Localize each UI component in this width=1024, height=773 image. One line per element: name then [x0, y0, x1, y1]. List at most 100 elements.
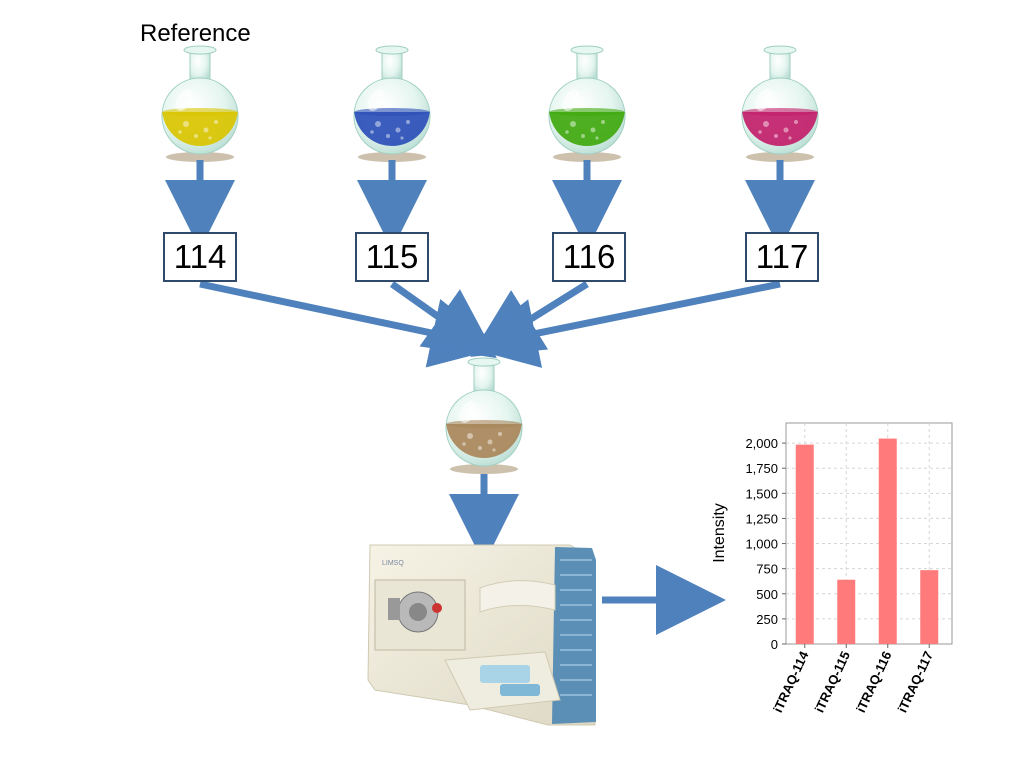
y-tick-label: 0	[771, 637, 778, 652]
flask-bubble	[214, 120, 218, 124]
flask-bubble	[194, 134, 198, 138]
flask-116	[548, 45, 626, 162]
flask-bubble	[570, 121, 576, 127]
flask-highlight	[367, 89, 385, 111]
chart-y-axis-label: Intensity	[711, 503, 728, 563]
flask-bubble	[601, 120, 605, 124]
flask-bubble	[375, 121, 381, 127]
flask-liquid-surface	[162, 108, 238, 116]
flask-bubble	[478, 446, 482, 450]
flask-neck	[769, 49, 791, 83]
merge-arrow-115	[389, 281, 497, 359]
flask-liquid	[162, 112, 238, 147]
y-tick-label: 2,000	[745, 436, 778, 451]
flask-liquid-surface	[354, 108, 430, 116]
flask-shadow	[166, 152, 234, 162]
y-tick-label: 1,750	[745, 461, 778, 476]
y-tick-label: 250	[756, 612, 778, 627]
flask-reference-114	[161, 45, 239, 162]
tag-box-117: 117	[745, 232, 819, 282]
bar-iTRAQ-114	[795, 444, 814, 644]
flask-bubble	[498, 432, 502, 436]
flask-bubble	[386, 134, 390, 138]
flask-to-tag-arrows	[165, 160, 815, 250]
y-tick-label: 500	[756, 587, 778, 602]
flask-shadow	[450, 464, 518, 474]
flask-bubble	[794, 120, 798, 124]
flask-bubble	[758, 130, 762, 134]
flask-rim	[183, 45, 217, 55]
flask-bubble	[178, 130, 182, 134]
flask-bubble	[788, 136, 792, 140]
flask-liquid-surface	[446, 420, 522, 428]
flask-liquid	[549, 112, 625, 146]
y-tick-label: 1,000	[745, 537, 778, 552]
flask-liquid	[354, 112, 430, 146]
flask-bubble	[370, 130, 374, 134]
flask-highlight	[459, 401, 477, 423]
flask-liquid	[446, 424, 522, 458]
flask-bubble	[183, 121, 189, 127]
tag-box-115: 115	[355, 232, 429, 282]
x-tick-label: iTRAQ-116	[853, 649, 894, 715]
flask-bubble	[763, 121, 769, 127]
flask-rim	[467, 357, 501, 367]
flask-rim	[570, 45, 604, 55]
flask-neck	[381, 49, 403, 83]
y-tick-label: 1,500	[745, 486, 778, 501]
flask-neck	[576, 49, 598, 83]
flask-highlight	[562, 89, 580, 111]
flask-bubble	[203, 127, 209, 133]
reference-label: Reference	[140, 20, 251, 47]
flask-highlight	[175, 89, 193, 111]
flask-bubble	[467, 433, 473, 439]
x-tick-label: iTRAQ-115	[812, 649, 853, 715]
y-tick-label: 1,250	[745, 511, 778, 526]
bar-iTRAQ-115	[837, 579, 856, 644]
flask-shadow	[553, 152, 621, 162]
svg-text:LIMSQ: LIMSQ	[382, 560, 404, 567]
chart-y-ticks: 0 250 500 750 1,000 1,250 1,500 1,750 2,000	[745, 436, 786, 652]
flask-bubble	[487, 439, 493, 445]
merge-arrows	[199, 280, 781, 368]
y-tick-label: 750	[756, 562, 778, 577]
flask-bubble	[581, 134, 585, 138]
tag-box-116: 116	[552, 232, 626, 282]
x-tick-label: iTRAQ-117	[895, 649, 936, 715]
bar-iTRAQ-116	[878, 438, 897, 644]
flask-shadow	[358, 152, 426, 162]
tag-box-114: 114	[163, 232, 237, 282]
flask-bubble	[406, 120, 410, 124]
flask-neck	[189, 49, 211, 83]
flask-115	[353, 45, 431, 162]
flask-bubble	[462, 442, 466, 446]
flask-bubble	[395, 127, 401, 133]
flask-liquid-surface	[549, 108, 625, 116]
flask-bubble	[595, 136, 599, 140]
flask-bubble	[208, 136, 212, 140]
flask-mixed-sample	[445, 357, 523, 474]
flask-shadow	[746, 152, 814, 162]
bar-iTRAQ-117	[920, 570, 939, 644]
flask-rim	[375, 45, 409, 55]
flask-bubble	[400, 136, 404, 140]
flask-117	[741, 45, 819, 162]
flask-liquid	[742, 112, 818, 146]
flask-rim	[763, 45, 797, 55]
chart-bars	[795, 438, 939, 644]
mass-spectrometer-instrument: LIMSQ	[367, 544, 596, 726]
flask-bubble	[783, 127, 789, 133]
flask-liquid-surface	[742, 108, 818, 116]
merge-arrow-117	[466, 280, 781, 368]
x-tick-label: iTRAQ-114	[770, 648, 812, 715]
flask-bubble	[565, 130, 569, 134]
flask-bubble	[590, 127, 596, 133]
flask-neck	[473, 361, 495, 395]
flask-bubble	[774, 134, 778, 138]
flask-bubble	[492, 448, 496, 452]
flask-highlight	[755, 89, 773, 111]
intensity-bar-chart: 0 250 500 750 1,000 1,250 1,500 1,750 2,000 iTRA…	[711, 422, 953, 715]
